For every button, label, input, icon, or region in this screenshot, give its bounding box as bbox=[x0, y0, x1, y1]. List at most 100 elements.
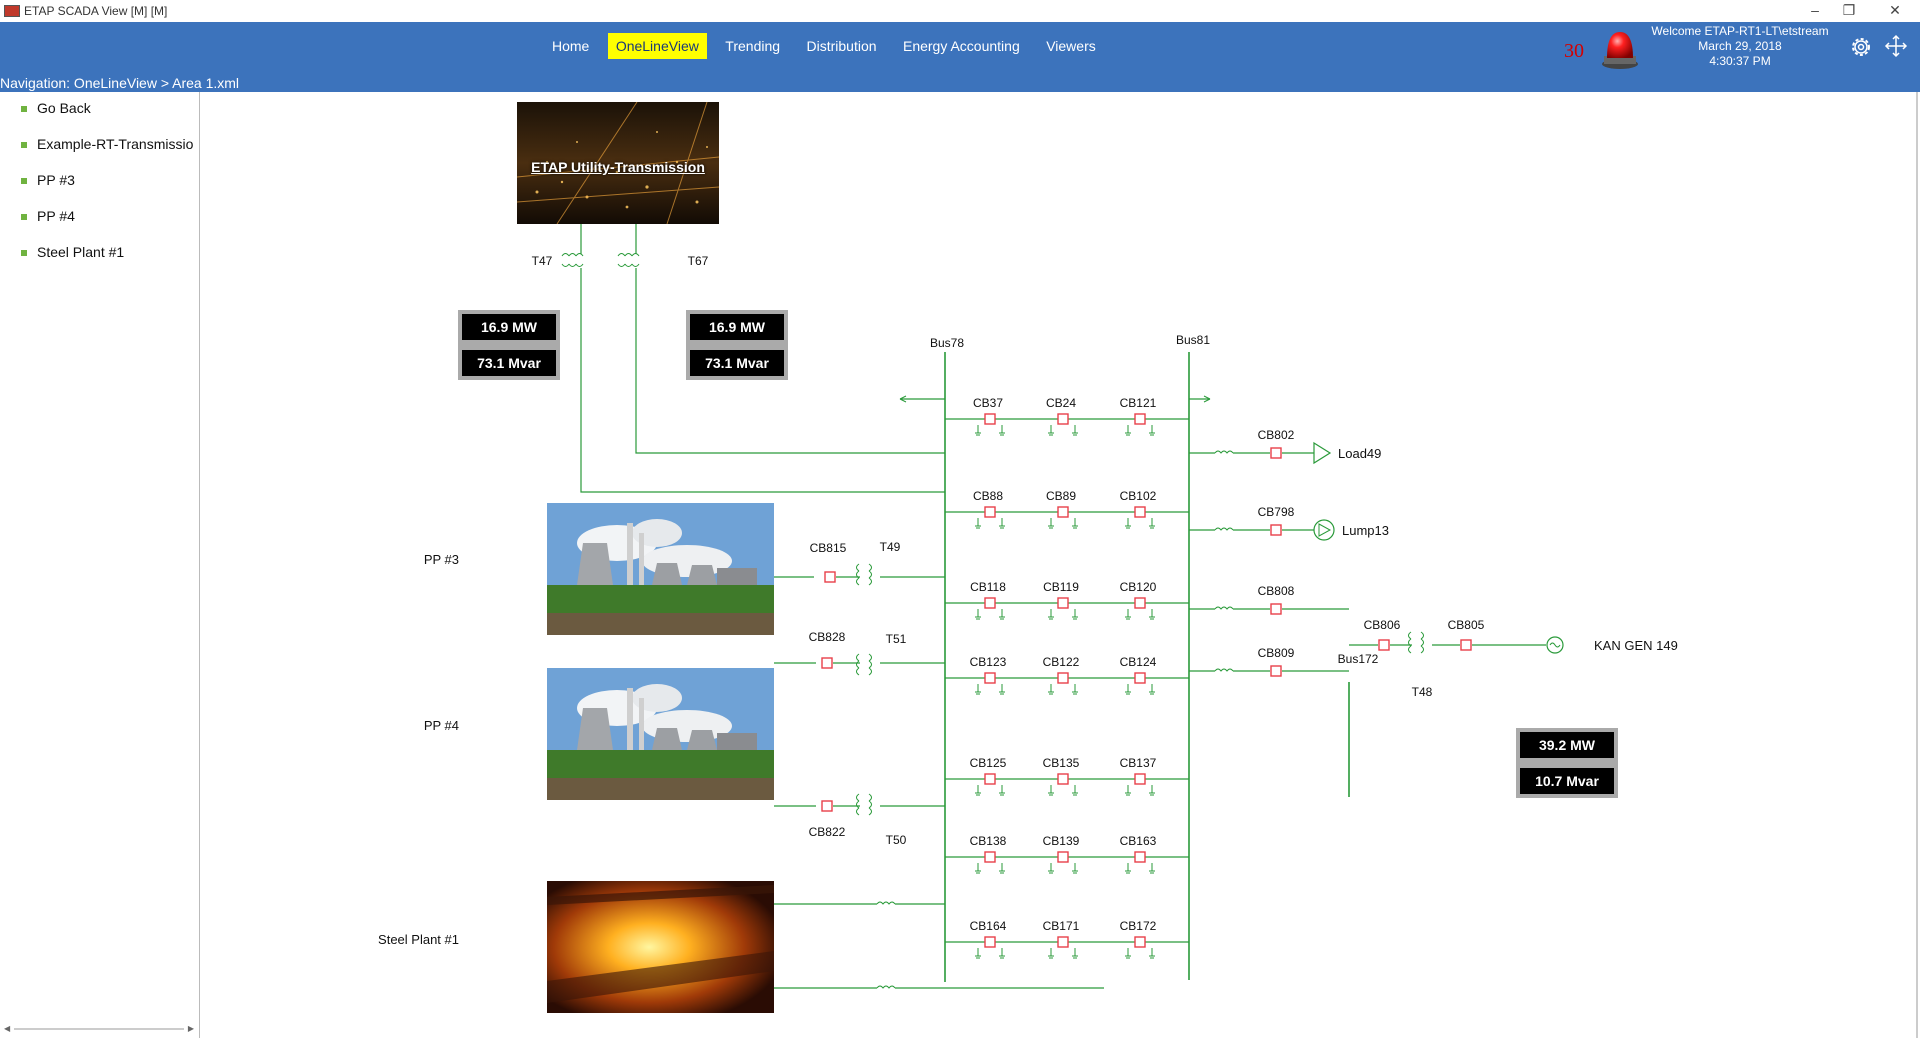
sidebar-item-pp3[interactable]: PP #3 bbox=[0, 164, 199, 200]
ground-icon bbox=[1048, 684, 1054, 695]
reactor-icon bbox=[876, 985, 896, 989]
close-button[interactable]: ✕ bbox=[1889, 2, 1901, 18]
coil bbox=[868, 793, 872, 802]
pp3-image[interactable] bbox=[547, 503, 774, 635]
label-cb89: CB89 bbox=[1046, 489, 1076, 503]
label-cb37: CB37 bbox=[973, 396, 1003, 410]
ground-icon bbox=[1125, 948, 1131, 959]
steel-plant-image[interactable] bbox=[547, 881, 774, 1013]
ground-icon bbox=[1072, 609, 1078, 620]
scroll-left-icon[interactable]: ◀ bbox=[4, 1024, 11, 1033]
meter-mw: 39.2 MW bbox=[1520, 732, 1614, 758]
pp4-image[interactable] bbox=[547, 668, 774, 800]
label-pp4: PP #4 bbox=[424, 718, 459, 733]
breaker-cb124[interactable] bbox=[1134, 672, 1146, 684]
breaker-cb121[interactable] bbox=[1134, 413, 1146, 425]
nav-viewers[interactable]: Viewers bbox=[1046, 38, 1096, 54]
breaker-cb171[interactable] bbox=[1057, 936, 1069, 948]
nav-trending[interactable]: Trending bbox=[725, 38, 781, 54]
label-cb124: CB124 bbox=[1120, 655, 1157, 669]
breaker-cb138[interactable] bbox=[984, 851, 996, 863]
coil bbox=[575, 253, 584, 257]
nav-distribution[interactable]: Distribution bbox=[806, 38, 877, 54]
breaker-cb808[interactable] bbox=[1270, 603, 1282, 615]
load-icon bbox=[1313, 441, 1332, 465]
gear-icon[interactable] bbox=[1848, 34, 1874, 60]
breaker-cb123[interactable] bbox=[984, 672, 996, 684]
arrow-icon bbox=[1203, 395, 1211, 403]
breaker-cb37[interactable] bbox=[984, 413, 996, 425]
nav-onelineview[interactable]: OneLineView bbox=[607, 33, 707, 59]
bullet-icon bbox=[21, 142, 27, 148]
coil bbox=[1420, 645, 1424, 654]
alarm-light-icon[interactable] bbox=[1598, 28, 1642, 70]
restore-button[interactable]: ❐ bbox=[1842, 2, 1856, 18]
transformer-icon bbox=[1408, 631, 1424, 654]
breaker-cb163[interactable] bbox=[1134, 851, 1146, 863]
city-lights-picture bbox=[517, 102, 719, 224]
label-cb805: CB805 bbox=[1448, 618, 1485, 632]
breaker-cb805[interactable] bbox=[1460, 639, 1472, 651]
breaker-cb806[interactable] bbox=[1378, 639, 1390, 651]
utility-transmission-image[interactable]: ETAP Utility-Transmission bbox=[517, 102, 719, 224]
ground-icon bbox=[1048, 425, 1054, 436]
meter-kan-gen: 39.2 MW 10.7 Mvar bbox=[1516, 728, 1618, 798]
ground-icon bbox=[1149, 684, 1155, 695]
breaker-cb24[interactable] bbox=[1057, 413, 1069, 425]
breaker-cb164[interactable] bbox=[984, 936, 996, 948]
breaker-cb139[interactable] bbox=[1057, 851, 1069, 863]
sidebar-item-pp4[interactable]: PP #4 bbox=[0, 200, 199, 236]
sidebar-item-steel-plant[interactable]: Steel Plant #1 bbox=[0, 236, 199, 272]
coil bbox=[575, 263, 584, 267]
reactor-icon bbox=[1214, 527, 1234, 531]
label-cb163: CB163 bbox=[1120, 834, 1157, 848]
minimize-button[interactable]: – bbox=[1811, 2, 1819, 18]
breaker-cb137[interactable] bbox=[1134, 773, 1146, 785]
breaker-cb122[interactable] bbox=[1057, 672, 1069, 684]
breaker-cb809[interactable] bbox=[1270, 665, 1282, 677]
breaker-cb102[interactable] bbox=[1134, 506, 1146, 518]
coil bbox=[568, 253, 577, 257]
ground-icon bbox=[1125, 863, 1131, 874]
alarm-count: 30 bbox=[1564, 40, 1584, 62]
breaker-cb798[interactable] bbox=[1270, 524, 1282, 536]
ground-icon bbox=[1149, 785, 1155, 796]
label-cb164: CB164 bbox=[970, 919, 1007, 933]
breaker-cb815[interactable] bbox=[824, 571, 836, 583]
current-time: 4:30:37 PM bbox=[1709, 54, 1771, 68]
nav-home[interactable]: Home bbox=[552, 38, 590, 54]
move-arrows-icon[interactable] bbox=[1884, 34, 1908, 58]
breaker-cb120[interactable] bbox=[1134, 597, 1146, 609]
vertical-scrollbar[interactable] bbox=[1916, 92, 1918, 1038]
breaker-cb135[interactable] bbox=[1057, 773, 1069, 785]
coil bbox=[868, 577, 872, 586]
label-steel-plant: Steel Plant #1 bbox=[378, 932, 459, 947]
breaker-cb89[interactable] bbox=[1057, 506, 1069, 518]
label-t49: T49 bbox=[880, 540, 901, 554]
scroll-track[interactable] bbox=[14, 1028, 184, 1030]
arrow-icon bbox=[899, 395, 907, 403]
ground-icon bbox=[975, 863, 981, 874]
breaker-cb828[interactable] bbox=[821, 657, 833, 669]
sidebar-horizontal-scrollbar[interactable]: ◀ ▶ bbox=[2, 1024, 196, 1034]
breaker-cb88[interactable] bbox=[984, 506, 996, 518]
sidebar-item-go-back[interactable]: Go Back bbox=[0, 92, 199, 128]
label-cb121: CB121 bbox=[1120, 396, 1157, 410]
breaker-cb119[interactable] bbox=[1057, 597, 1069, 609]
scroll-right-icon[interactable]: ▶ bbox=[187, 1024, 194, 1033]
breaker-cb125[interactable] bbox=[984, 773, 996, 785]
sidebar-item-example-rt-transmission[interactable]: Example-RT-Transmissio bbox=[0, 128, 199, 164]
ground-icon bbox=[1072, 518, 1078, 529]
breaker-cb822[interactable] bbox=[821, 800, 833, 812]
label-pp3: PP #3 bbox=[424, 552, 459, 567]
breaker-cb172[interactable] bbox=[1134, 936, 1146, 948]
coil bbox=[1420, 638, 1424, 647]
coil bbox=[1408, 631, 1412, 640]
breaker-cb118[interactable] bbox=[984, 597, 996, 609]
label-cb822: CB822 bbox=[809, 825, 846, 839]
t67-feeder bbox=[635, 268, 945, 454]
breaker-cb802[interactable] bbox=[1270, 447, 1282, 459]
nav-energy-accounting[interactable]: Energy Accounting bbox=[902, 38, 1020, 54]
ground-icon bbox=[999, 863, 1005, 874]
bullet-icon bbox=[21, 106, 27, 112]
